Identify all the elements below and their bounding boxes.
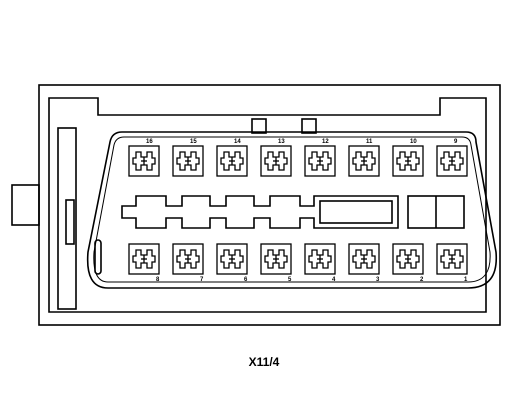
top-pin-label: 11	[366, 139, 373, 145]
left-mounting-tab	[11, 184, 40, 226]
pin-bottom-2	[392, 243, 424, 275]
pin-array: 16 8 15 7 14 6 13 5 12 4 11 3 10 2 9 1	[128, 139, 468, 283]
connector-caption: X11/4	[248, 355, 280, 369]
bottom-pin-label: 8	[156, 277, 160, 283]
key-window	[319, 200, 393, 224]
pin-bottom-5	[260, 243, 292, 275]
top-pin-label: 13	[278, 139, 285, 145]
pin-bottom-3	[348, 243, 380, 275]
inner-frame	[48, 97, 487, 313]
bottom-left-slot	[94, 239, 102, 275]
bottom-pin-label: 7	[200, 277, 204, 283]
top-pin-label: 10	[410, 139, 417, 145]
pin-top-16	[128, 145, 160, 177]
left-strip-slot	[65, 199, 75, 245]
top-pin-label: 15	[190, 139, 197, 145]
pin-top-12	[304, 145, 336, 177]
pin-bottom-1	[436, 243, 468, 275]
pin-bottom-6	[216, 243, 248, 275]
key-slot-left	[251, 118, 267, 134]
top-pin-label: 12	[322, 139, 329, 145]
pin-top-11	[348, 145, 380, 177]
bottom-pin-label: 3	[376, 277, 380, 283]
bottom-pin-label: 6	[244, 277, 248, 283]
pin-top-14	[216, 145, 248, 177]
key-slot-right	[301, 118, 317, 134]
top-pin-label: 14	[234, 139, 241, 145]
bottom-pin-label: 4	[332, 277, 336, 283]
pin-bottom-8	[128, 243, 160, 275]
top-pin-label: 16	[146, 139, 153, 145]
pin-top-13	[260, 145, 292, 177]
bottom-pin-label: 1	[464, 277, 468, 283]
top-pin-label: 9	[454, 139, 458, 145]
pin-bottom-7	[172, 243, 204, 275]
pin-top-10	[392, 145, 424, 177]
pin-top-15	[172, 145, 204, 177]
bottom-pin-label: 2	[420, 277, 424, 283]
pin-top-9	[436, 145, 468, 177]
socket-outline	[86, 131, 498, 289]
socket-inner-outline	[93, 136, 491, 283]
left-strip	[57, 127, 77, 310]
bottom-pin-label: 5	[288, 277, 292, 283]
key-channel	[121, 195, 399, 229]
pin-bottom-4	[304, 243, 336, 275]
